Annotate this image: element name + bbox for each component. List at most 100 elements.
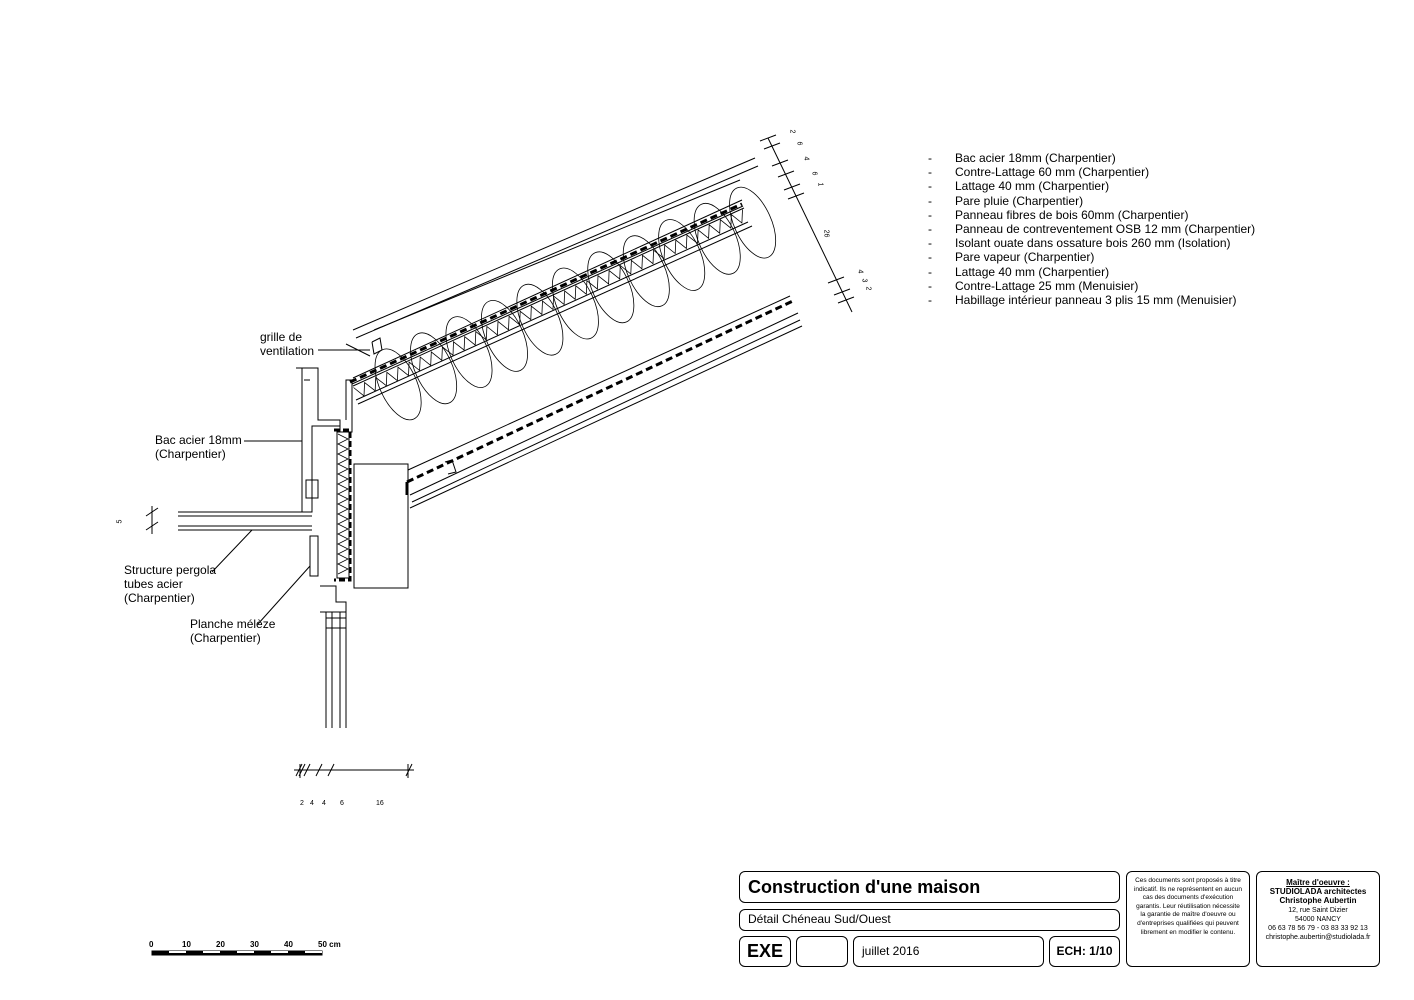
- architect-name: Christophe Aubertin: [1279, 896, 1357, 906]
- dim-bottom-3: 4: [322, 800, 326, 807]
- dimension-left: [145, 506, 159, 534]
- insulation-loop: [622, 235, 670, 308]
- scale-tick-20: 20: [216, 940, 225, 949]
- legend-item-label: Bac acier 18mm (Charpentier): [955, 151, 1116, 165]
- dim-roof-bottom-3: 2: [864, 286, 872, 291]
- legend-item: - Lattage 40 mm (Charpentier): [928, 179, 1255, 193]
- legend-item-label: Pare vapeur (Charpentier): [955, 250, 1095, 265]
- legend-item-label: Lattage 40 mm (Charpentier): [955, 179, 1110, 194]
- insulation-loop: [516, 283, 564, 356]
- architect-address: 12, rue Saint Dizier: [1288, 906, 1348, 914]
- roof-battens: [351, 199, 744, 385]
- callout-meleze-line-1: Planche mélèze: [190, 617, 276, 631]
- dim-roof-top-2: 6: [795, 141, 803, 146]
- callout-bac-acier: Bac acier 18mm (Charpentier): [155, 433, 242, 461]
- gutter-assembly: [296, 367, 409, 728]
- insulation-loop: [481, 300, 528, 372]
- legend-bullet: -: [928, 193, 932, 208]
- insulation-loop: [658, 219, 706, 291]
- legend-bullet: -: [928, 179, 932, 194]
- insulation-loop: [374, 348, 422, 421]
- legend-item: -Panneau fibres de bois 60mm (Charpentie…: [928, 208, 1255, 222]
- dimension-tick: [783, 183, 801, 191]
- dim-roof-mid: 26: [822, 229, 830, 238]
- dim-roof-top-4: 6: [810, 171, 818, 176]
- legend-bullet: -: [928, 151, 932, 165]
- callout-planche-meleze: Planche mélèze (Charpentier): [190, 617, 275, 645]
- legend-bullet: -: [928, 222, 932, 237]
- dimension-tick: [771, 159, 789, 167]
- disclaimer-line: d'entreprises qualifiées qui peuvent: [1137, 919, 1239, 927]
- callout-structure-pergola: Structure pergola tubes acier (Charpenti…: [124, 563, 216, 605]
- dim-roof-top-1: 2: [788, 129, 796, 134]
- dim-roof-bottom-2: 3: [860, 278, 868, 283]
- dimension-tick: [777, 170, 795, 178]
- disclaimer-line: garantis. Leur réutilisation nécessite: [1136, 902, 1240, 910]
- dim-left: 5: [116, 519, 124, 524]
- legend-item: - Lattage 40 mm (Charpentier): [928, 265, 1255, 279]
- dim-bottom-5: 16: [376, 800, 384, 807]
- insulation-loop: [729, 186, 777, 259]
- dim-roof-top-5: 1: [816, 182, 824, 187]
- project-title: Construction d'une maison: [739, 871, 1120, 903]
- date-box: juillet 2016: [853, 936, 1044, 967]
- roof-wood-fibre-panel: [352, 207, 749, 401]
- roof-vapour-barrier: [406, 298, 796, 484]
- layer-legend: - Bac acier 18mm (Charpentier) - Contre-Lat…: [928, 151, 1255, 307]
- insulation-loop: [551, 267, 599, 340]
- scale-box: ECH: 1/10: [1049, 936, 1120, 967]
- legend-item-label: Contre-Lattage 60 mm (Charpentier): [955, 165, 1150, 180]
- scale-tick-30: 30: [250, 940, 259, 949]
- legend-item: - Bac acier 18mm (Charpentier): [928, 151, 1255, 165]
- roof-interior-lining: [409, 312, 803, 509]
- graphic-scale-bar: [151, 950, 323, 956]
- legend-item: - Habillage intérieur panneau 3 plis 15 m…: [928, 293, 1255, 307]
- legend-bullet: -: [928, 278, 932, 293]
- scale-tick-0: 0: [149, 940, 154, 949]
- legend-bullet: -: [928, 165, 932, 180]
- insulation-loop: [587, 251, 635, 324]
- index-box: [796, 936, 848, 967]
- callout-pergola-line-1: Structure pergola: [124, 563, 217, 577]
- legend-item-label: Contre-Lattage 25 mm (Menuisier): [955, 278, 1139, 293]
- legend-item: - Pare vapeur (Charpentier): [928, 250, 1255, 264]
- pergola-tubes: [178, 511, 312, 531]
- dimension-tick: [759, 134, 777, 142]
- callout-bac-acier-line-1: Bac acier 18mm: [155, 433, 242, 447]
- insulation-loop: [410, 332, 458, 405]
- dim-bottom-2: 4: [310, 800, 314, 807]
- sheet-title: Détail Chéneau Sud/Ouest: [739, 909, 1120, 931]
- callout-meleze-line-2: (Charpentier): [190, 631, 261, 645]
- legend-item-label: Pare pluie (Charpentier): [955, 193, 1084, 208]
- legend-bullet: -: [928, 236, 932, 251]
- dim-bottom-4: 6: [340, 800, 344, 807]
- legend-bullet: -: [928, 250, 932, 265]
- disclaimer-line: Ces documents sont proposés à titre: [1135, 877, 1241, 884]
- legend-item: - Isolant ouate dans ossature bois 260 mm…: [928, 236, 1255, 250]
- dimension-tick: [763, 142, 781, 150]
- roof-osb-panel: [357, 225, 753, 405]
- dimension-tick: [833, 288, 851, 296]
- architect-email: christophe.aubertin@studiolada.fr: [1265, 934, 1371, 942]
- legend-bullet: -: [928, 293, 932, 308]
- disclaimer-line: librement en modifier le contenu.: [1140, 928, 1236, 936]
- legend-bullet: -: [928, 264, 932, 279]
- legend-item-label: Lattage 40 mm (Charpentier): [955, 264, 1110, 279]
- roof-insulation: [374, 186, 777, 421]
- callout-bac-acier-line-2: (Charpentier): [155, 447, 226, 461]
- architect-phones: 06 63 78 56 79 - 03 83 33 92 13: [1268, 925, 1368, 933]
- insulation-loop: [445, 316, 493, 388]
- disclaimer-line: cas des documents d'exécution: [1142, 894, 1234, 902]
- phase-box: EXE: [739, 936, 791, 967]
- legend-item: - Contre-Lattage 60 mm (Charpentier): [928, 165, 1255, 179]
- dim-roof-top-3: 4: [802, 156, 810, 161]
- architect-box: Maître d'oeuvre : STUDIOLADA architectes…: [1256, 871, 1380, 967]
- disclaimer-line: indicatif. Ils ne représentent en aucun: [1133, 885, 1243, 893]
- legend-item-label: Isolant ouate dans ossature bois 260 mm …: [955, 236, 1231, 251]
- dimension-tick: [827, 276, 845, 284]
- dimension-chain-roof: [759, 134, 855, 313]
- dim-roof-bottom-1: 4: [856, 269, 864, 274]
- legend-item-label: Habillage intérieur panneau 3 plis 15 mm…: [955, 293, 1237, 308]
